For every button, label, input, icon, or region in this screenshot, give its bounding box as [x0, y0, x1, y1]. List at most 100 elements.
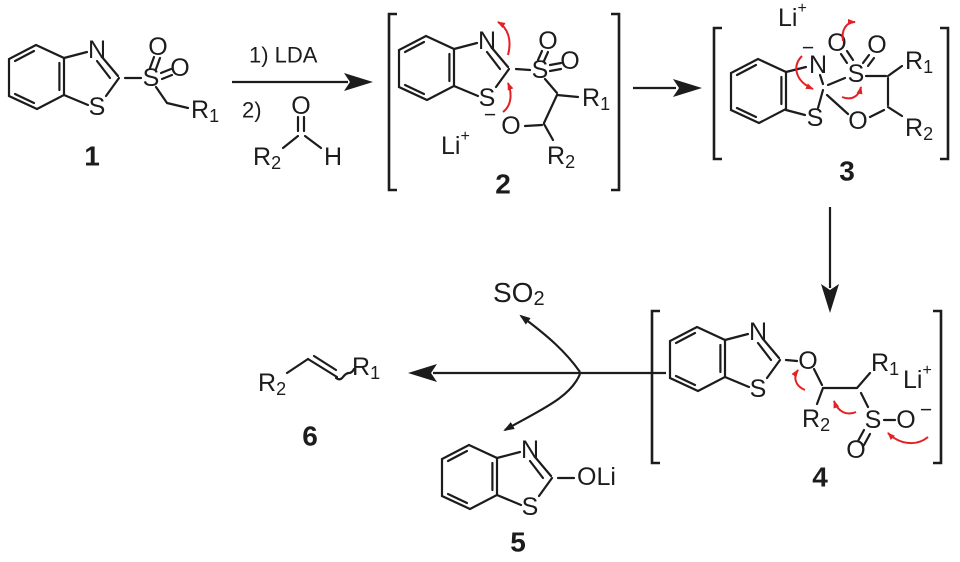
atom-sulfur-thiazole: S	[522, 493, 539, 521]
atom-nitrogen: N	[88, 36, 106, 64]
atom-oxygen: O	[846, 436, 865, 464]
sulfone-bonds	[123, 76, 190, 110]
substituent-r1: R1	[905, 47, 933, 77]
lithium-cation: Li+	[903, 362, 932, 395]
electron-push-arrow	[833, 400, 857, 415]
atom-nitrogen: N	[809, 51, 827, 79]
bracket-left	[387, 12, 397, 192]
atom-oxygen: O	[560, 47, 579, 75]
substituent-r1: R1	[352, 353, 380, 383]
charge-minus: −	[920, 399, 932, 422]
atom-oxygen-alkoxide: O	[501, 112, 520, 140]
atom-sulfur-sulfone: S	[532, 56, 549, 84]
arrow-head	[408, 364, 437, 382]
atom-oxygen-ring: O	[848, 107, 867, 135]
electron-push-arrow	[841, 86, 863, 100]
atom-oxygen-anionic: O	[896, 406, 915, 434]
compound-label-2: 2	[495, 169, 511, 200]
condition-step1: 1) LDA	[249, 43, 318, 68]
olithium-group: OLi	[577, 463, 616, 491]
chain-bonds	[514, 67, 580, 142]
arrow-head	[821, 284, 839, 313]
sulfinate-double-bond	[856, 428, 872, 447]
arrow-head	[673, 79, 702, 97]
atom-hydrogen: H	[324, 143, 342, 171]
bracket-right	[940, 26, 950, 161]
so2-elimination-arrow	[519, 314, 581, 373]
condition-step2: 2)	[242, 98, 262, 123]
atom-nitrogen: N	[478, 27, 496, 55]
atom-oxygen: O	[291, 92, 310, 120]
atom-nitrogen: N	[749, 318, 767, 346]
charge-minus: −	[802, 37, 814, 60]
bracket-right	[933, 309, 943, 465]
so2-label: SO2	[493, 277, 545, 311]
benzene-ring	[668, 325, 727, 393]
reaction-conditions: 1) LDA 2) O R2 H	[232, 43, 373, 173]
electron-push-arrow	[791, 369, 806, 391]
chain-bonds	[784, 358, 897, 422]
compound-label-6: 6	[302, 421, 318, 452]
aldehyde: O R2 H	[253, 92, 342, 173]
aldehyde-bonds	[281, 134, 323, 150]
substituent-r1: R1	[582, 84, 610, 114]
structure-3: Li+ − N S S O O O R1 R2 3	[712, 0, 950, 187]
charge-minus: −	[484, 104, 496, 127]
sulfone-double-bonds	[536, 49, 563, 73]
reaction-arrow-2-3	[633, 79, 702, 97]
bracket-right	[611, 12, 621, 192]
bracket-left	[650, 309, 660, 465]
byproduct-5-arrow	[503, 373, 582, 431]
substituent-r2: R2	[258, 369, 286, 399]
atom-sulfur-sulfone: S	[848, 60, 865, 88]
atom-sulfur-thiazole: S	[89, 93, 106, 121]
reaction-arrow-4-6	[408, 314, 666, 431]
substituent-r2: R2	[253, 143, 281, 173]
substituent-r2: R2	[547, 142, 575, 172]
sulfone-double-bonds	[839, 49, 876, 68]
atom-sulfur-sulfinate: S	[865, 406, 882, 434]
electron-push-arrow	[887, 432, 929, 445]
alkene-bonds	[285, 357, 310, 375]
structure-1: N S S O O R1 1	[7, 33, 219, 172]
substituent-r2: R2	[802, 405, 830, 435]
electron-push-arrow	[497, 21, 511, 56]
wavy-bond	[334, 367, 356, 381]
aldehyde-co-double-bond	[296, 115, 306, 133]
structure-6: R2 R1 6	[258, 353, 380, 452]
atom-sulfur-thiazole: S	[750, 375, 767, 403]
atom-sulfur-sulfone: S	[143, 64, 160, 92]
electron-push-arrow	[795, 55, 814, 90]
electron-push-arrow	[841, 19, 856, 42]
spiro-ring-bonds	[825, 64, 904, 119]
compound-label-4: 4	[812, 462, 828, 493]
compound-label-5: 5	[510, 527, 526, 558]
alkene-double-bond	[306, 354, 339, 379]
compound-label-1: 1	[84, 141, 100, 172]
benzene-ring	[729, 57, 788, 125]
atom-sulfur-thiazoline: S	[807, 104, 824, 132]
benzene-ring	[7, 43, 66, 111]
atom-oxygen: O	[148, 33, 167, 61]
substituent-r2: R2	[905, 114, 933, 144]
atom-sulfur-thiazole: S	[479, 84, 496, 112]
bracket-left	[712, 26, 722, 161]
atom-nitrogen: N	[521, 436, 539, 464]
reaction-arrow-1-2-head	[344, 73, 373, 91]
benzene-ring	[440, 443, 499, 511]
structure-5: N S OLi 5	[440, 436, 616, 558]
sulfone-double-bonds	[148, 55, 174, 81]
reaction-arrow-3-4	[821, 207, 839, 313]
atom-oxygen-ether: O	[798, 347, 817, 375]
structure-2: N S S O O O − R1 R2 Li+ 2	[387, 12, 621, 200]
atom-oxygen: O	[170, 54, 189, 82]
lithium-cation: Li+	[778, 0, 807, 32]
lithium-cation: Li+	[441, 128, 470, 161]
electron-push-arrow	[502, 82, 514, 113]
atom-oxygen: O	[538, 27, 557, 55]
atom-oxygen: O	[867, 31, 886, 59]
substituent-r1: R1	[191, 96, 219, 126]
compound-label-3: 3	[839, 156, 855, 187]
